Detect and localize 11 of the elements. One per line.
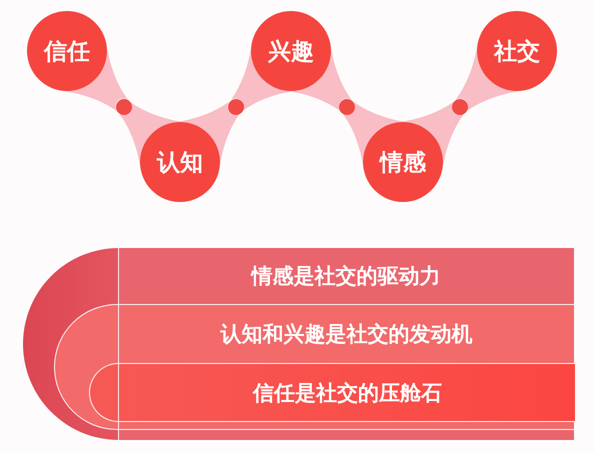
step-label: 情感 xyxy=(380,150,426,174)
band-label: 信任是社交的压舱石 xyxy=(253,382,442,404)
band-label: 情感是社交的驱动力 xyxy=(252,266,440,287)
band-label: 认知和兴趣是社交的发动机 xyxy=(220,324,472,344)
layer-band xyxy=(54,304,574,430)
layer-band xyxy=(89,363,575,422)
step-label: 社交 xyxy=(494,40,540,62)
step-label: 兴趣 xyxy=(268,40,314,62)
step-label: 认知 xyxy=(157,150,203,174)
layer-band xyxy=(23,248,574,440)
step-label: 信任 xyxy=(44,40,90,62)
